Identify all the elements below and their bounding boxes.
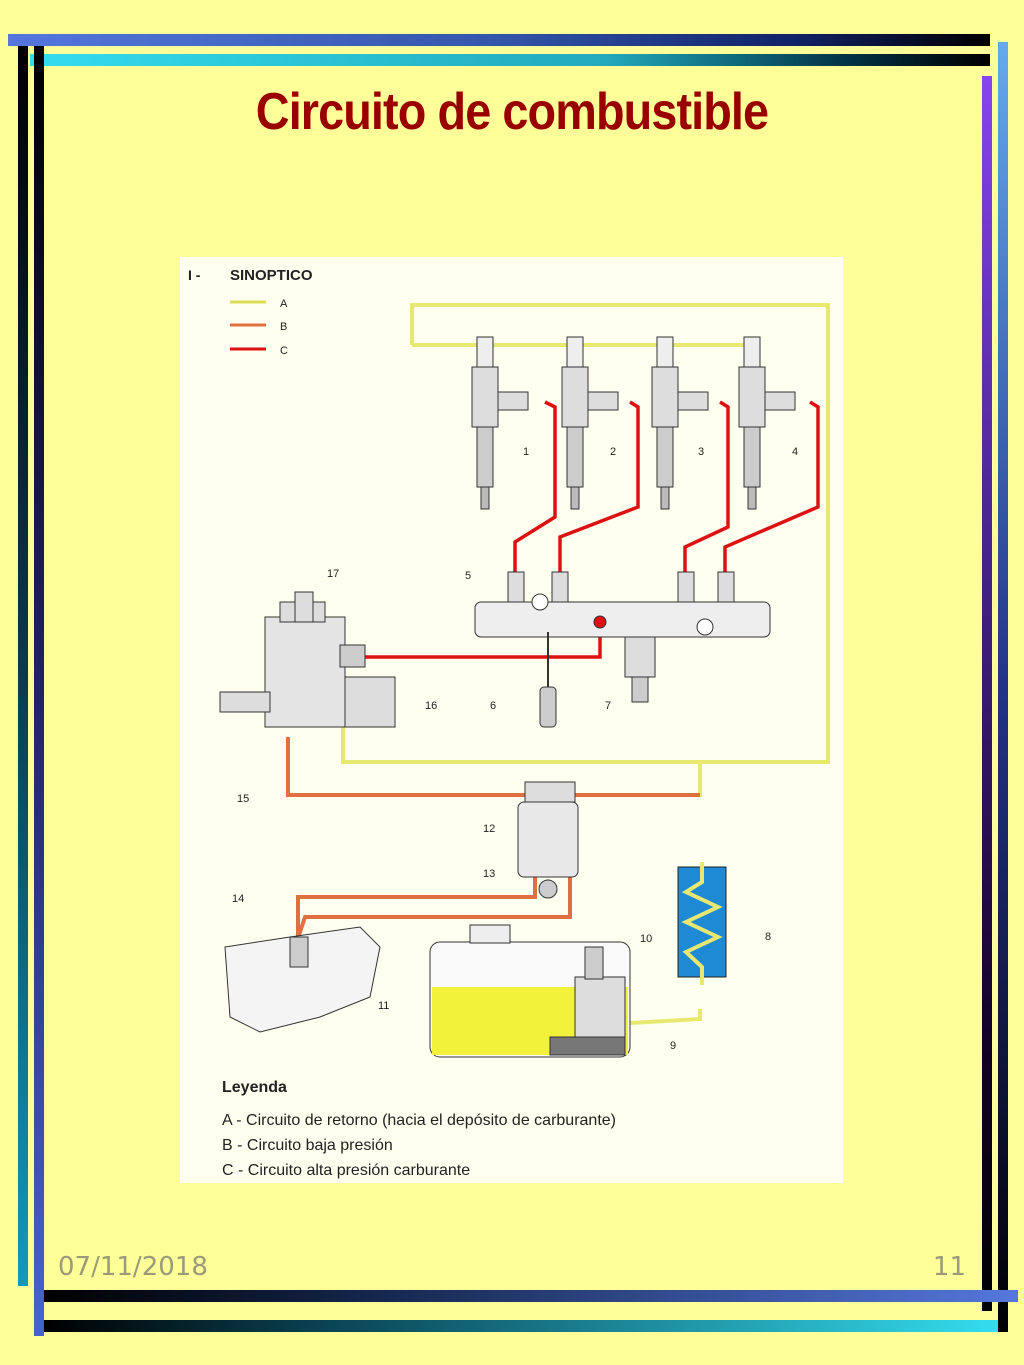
- fuel-circuit-diagram: I - SINOPTICO A B C: [180, 257, 843, 1183]
- label-16: 16: [425, 700, 437, 712]
- component-numbers: 1 2 3 4 5 6 7 8 9 10 11 12 13 14 15 16 1…: [232, 446, 798, 1052]
- label-5: 5: [465, 570, 471, 582]
- frame-right-bar-2: [998, 42, 1008, 1332]
- legend-item-b: B - Circuito baja presión: [222, 1137, 393, 1154]
- section-label: I -: [188, 267, 201, 283]
- label-11: 11: [378, 1000, 389, 1012]
- label-15: 15: [237, 793, 249, 805]
- frame-top-bar-1: [8, 34, 990, 46]
- injector-2: [561, 336, 619, 510]
- slide-title: Circuito de combustible: [255, 83, 769, 141]
- label-1: 1: [523, 446, 529, 458]
- fuel-filter-12: [517, 781, 579, 899]
- frame-left-bar-1: [18, 46, 28, 1286]
- label-12: 12: [483, 823, 495, 835]
- key-label-b: B: [280, 321, 287, 333]
- label-13: 13: [483, 868, 495, 880]
- frame-right-bar-1: [982, 76, 992, 1311]
- injector-3: [651, 336, 709, 510]
- label-14: 14: [232, 893, 244, 905]
- label-17: 17: [327, 568, 339, 580]
- fuel-cooler-8: [677, 862, 727, 985]
- frame-top-bar-2: [30, 54, 990, 66]
- key-label-a: A: [280, 298, 288, 310]
- pressure-regulator-7: [624, 636, 656, 703]
- diagram-heading: SINOPTICO: [230, 267, 313, 284]
- label-7: 7: [605, 700, 611, 712]
- footer-date: 07/11/2018: [58, 1252, 208, 1282]
- legend-item-a: A - Circuito de retorno (hacia el depósi…: [222, 1112, 616, 1129]
- label-9: 9: [670, 1040, 676, 1052]
- frame-left-bar-2: [34, 46, 44, 1336]
- pressure-sensor-6: [539, 632, 557, 728]
- injectors: [471, 336, 796, 510]
- label-3: 3: [698, 446, 704, 458]
- frame-bottom-bar-2: [44, 1320, 998, 1332]
- legend-title: Leyenda: [222, 1079, 287, 1096]
- key-label-c: C: [280, 345, 288, 357]
- label-4: 4: [792, 446, 798, 458]
- injector-1: [471, 336, 529, 510]
- common-rail: [474, 571, 771, 638]
- frame-bottom-bar-1: [44, 1290, 1018, 1302]
- injector-4: [738, 336, 796, 510]
- footer-page-number: 11: [932, 1252, 966, 1282]
- label-2: 2: [610, 446, 616, 458]
- fuel-tank-11: [429, 924, 631, 1058]
- label-8: 8: [765, 931, 771, 943]
- diagram-svg: I - SINOPTICO A B C: [188, 267, 830, 1179]
- high-pressure-pump: [219, 591, 396, 728]
- label-6: 6: [490, 700, 496, 712]
- legend-item-c: C - Circuito alta presión carburante: [222, 1162, 470, 1179]
- engine-block-14: [224, 926, 381, 1033]
- label-10: 10: [640, 933, 652, 945]
